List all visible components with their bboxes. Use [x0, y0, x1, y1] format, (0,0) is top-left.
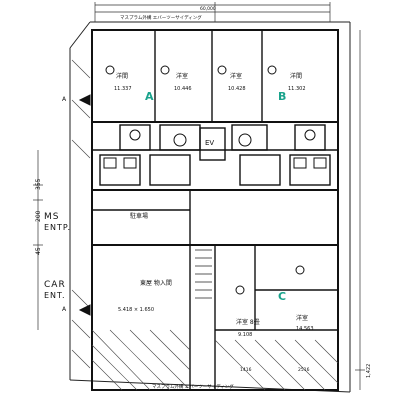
room-4-area: 11.302: [288, 86, 306, 92]
room-3-name: 洋室: [230, 72, 242, 80]
side-label-ms: MS: [44, 212, 59, 222]
unit-a-marker: A: [145, 90, 154, 103]
room-3-area: 10.428: [228, 86, 246, 92]
dimension-left-b: 200: [35, 210, 42, 222]
room-2-name: 洋室: [176, 72, 188, 80]
room-7-name: 東屋 物入間: [140, 279, 172, 287]
bottom-note: マスプラム外構 エバーツーサイディング: [152, 383, 234, 390]
room-1-name: 洋間: [116, 72, 128, 80]
room-6-name: 洋室: [296, 314, 308, 322]
room-7-area: 5.418 × 1.650: [118, 307, 154, 313]
dimension-bottom-mid: 2516: [298, 367, 310, 373]
unit-b-marker: B: [278, 90, 286, 103]
room-5-name: 洋室 8畳: [236, 318, 260, 326]
room-4-name: 洋間: [290, 72, 302, 80]
marker-a-left: A: [62, 306, 67, 313]
dimension-right: 1,422: [366, 364, 372, 378]
parking-label: 駐車場: [130, 212, 148, 220]
unit-c-marker: C: [278, 290, 286, 303]
marker-a-top: A: [62, 96, 67, 103]
dimension-bottom-left: 1416: [240, 367, 252, 373]
room-5-area: 9.108: [238, 332, 252, 338]
room-6-area: 14.563: [296, 326, 314, 332]
dimension-left-a: 355: [35, 178, 42, 190]
side-label-entry2: ENT.: [44, 291, 66, 300]
room-1-area: 11.337: [114, 86, 132, 92]
top-note: マスプラム外構 エバーツーサイディング: [120, 14, 202, 21]
elevator-label: EV: [205, 139, 214, 147]
dimension-left-c: 45: [35, 247, 42, 255]
side-label-car: CAR: [44, 280, 66, 290]
room-2-area: 10.446: [174, 86, 192, 92]
dimension-top: 60,000: [200, 6, 216, 12]
side-label-entry1: ENTP.: [44, 223, 71, 232]
